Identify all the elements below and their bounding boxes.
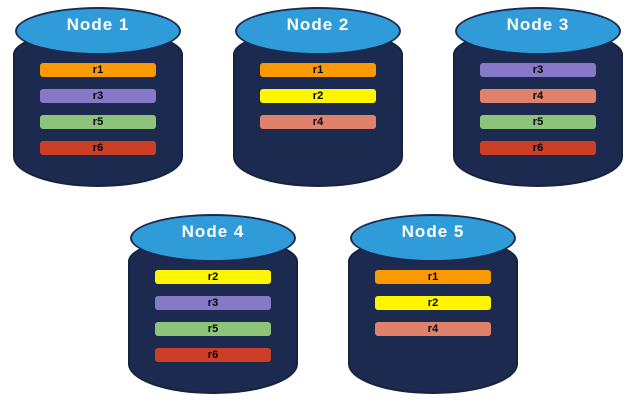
cylinder-top-ellipse [235, 7, 401, 55]
cylinder-top-ellipse [350, 214, 516, 262]
replica-bar-r3[interactable]: r3 [40, 89, 156, 103]
replica-bar-r5[interactable]: r5 [155, 322, 271, 336]
replica-list: r3 r4 r5 r6 [453, 63, 623, 167]
cylinder-body [453, 29, 623, 187]
replica-bar-r2[interactable]: r2 [260, 89, 376, 103]
cylinder-body [233, 29, 403, 187]
replica-bar-r4[interactable]: r4 [480, 89, 596, 103]
replica-bar-r5[interactable]: r5 [480, 115, 596, 129]
cylinder-body [348, 236, 518, 394]
replica-list: r1 r2 r4 [233, 63, 403, 141]
replica-bar-r4[interactable]: r4 [375, 322, 491, 336]
replica-bar-r6[interactable]: r6 [40, 141, 156, 155]
replica-bar-r1[interactable]: r1 [260, 63, 376, 77]
replica-bar-r3[interactable]: r3 [155, 296, 271, 310]
cylinder-body [128, 236, 298, 394]
cylinder-top-ellipse [130, 214, 296, 262]
replica-bar-r4[interactable]: r4 [260, 115, 376, 129]
replica-list: r1 r3 r5 r6 [13, 63, 183, 167]
replica-bar-r3[interactable]: r3 [480, 63, 596, 77]
replica-list: r1 r2 r4 [348, 270, 518, 348]
replica-list: r2 r3 r5 r6 [128, 270, 298, 374]
replica-bar-r2[interactable]: r2 [155, 270, 271, 284]
cylinder-top-ellipse [15, 7, 181, 55]
replica-bar-r2[interactable]: r2 [375, 296, 491, 310]
replica-bar-r1[interactable]: r1 [40, 63, 156, 77]
replica-bar-r6[interactable]: r6 [155, 348, 271, 362]
cylinder-top-ellipse [455, 7, 621, 55]
replica-bar-r1[interactable]: r1 [375, 270, 491, 284]
replica-bar-r6[interactable]: r6 [480, 141, 596, 155]
replica-bar-r5[interactable]: r5 [40, 115, 156, 129]
